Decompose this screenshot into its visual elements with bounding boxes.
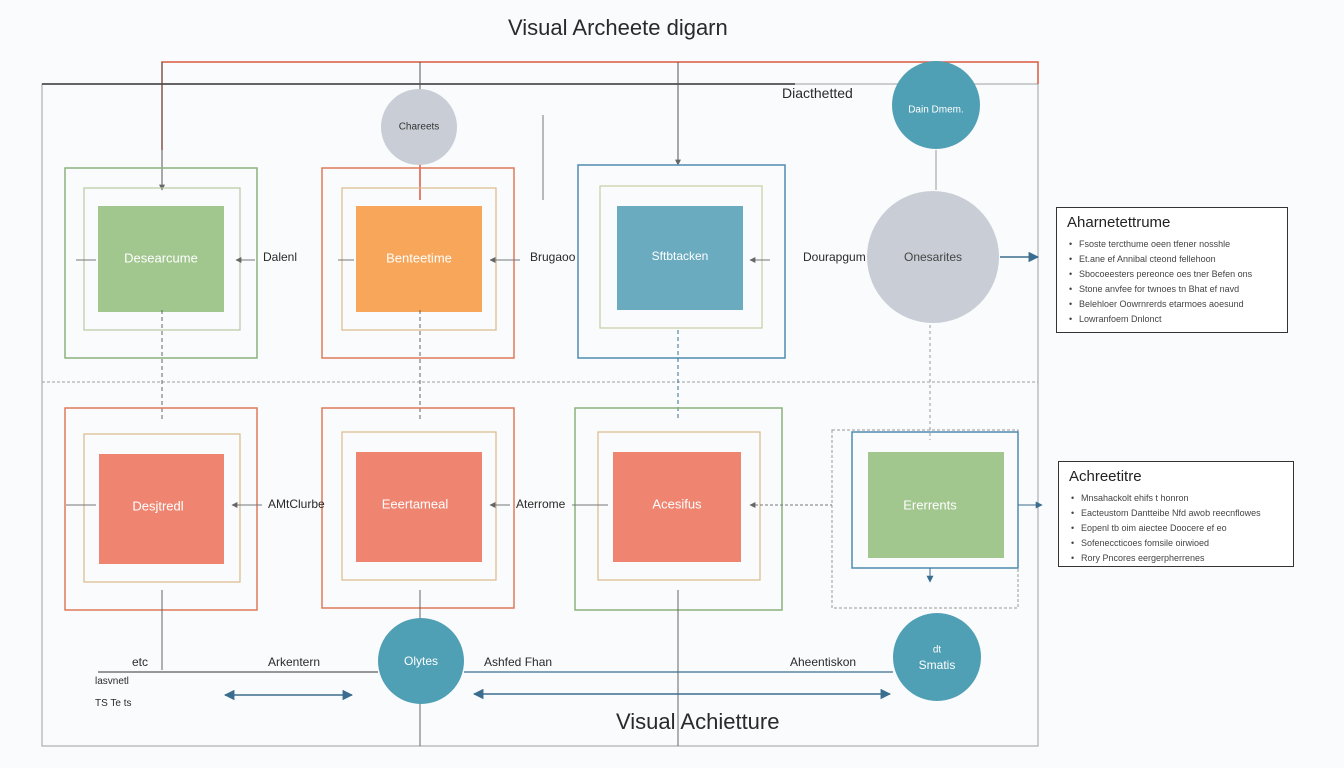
- bottom-circle-2[interactable]: [893, 613, 981, 701]
- box1-label: Desearcume: [124, 250, 198, 266]
- legend-2-item: Sofeneccticoes fomsile oirwioed: [1071, 536, 1283, 551]
- box7-mid: [851, 431, 1019, 569]
- box3-label: Sftbtacken: [651, 249, 709, 263]
- legend-2-item: Eacteustom Dantteibe Nfd awob reecnflowe…: [1071, 506, 1283, 521]
- left-label: etc: [132, 655, 149, 669]
- top-right-circle[interactable]: [892, 61, 980, 149]
- box5-node[interactable]: [356, 452, 482, 562]
- box6-mid: [597, 431, 761, 581]
- box5-label: Eeertameal: [381, 496, 449, 512]
- legend-1-item: Fsoste tercthume oeen tfener nosshle: [1069, 237, 1277, 252]
- legend-panel-1: Aharnetettrume Fsoste tercthume oeen tfe…: [1056, 207, 1288, 333]
- left-label: TS Te ts: [95, 698, 132, 709]
- connector-label: Dourapgum: [803, 250, 866, 264]
- legend-1-item: Stone anvfee for twnoes tn Bhat ef navd: [1069, 282, 1277, 297]
- top-right-circle-label: Dain Dmem.: [908, 104, 964, 116]
- box2-label: Benteetime: [386, 250, 452, 266]
- outer-frame: [41, 83, 1039, 747]
- box2-outer: [321, 167, 515, 359]
- mid-circle-label: Onesarites: [903, 250, 963, 264]
- top-circle[interactable]: [381, 89, 457, 165]
- connector-label: AMtClurbe: [268, 497, 325, 511]
- legend-2-item: Mnsahackolt ehifs t honron: [1071, 491, 1283, 506]
- legend-panel-2: Achreetitre Mnsahackolt ehifs t honron E…: [1058, 461, 1294, 567]
- legend-2-item: Rory Pncores eergerpherrenes: [1071, 551, 1283, 566]
- box4-outer: [64, 407, 258, 611]
- legend-1-item: Lowranfoem Dnlonct: [1069, 312, 1277, 327]
- bottom-circle-2-label: Smatis: [918, 658, 956, 672]
- box2-node[interactable]: [356, 206, 482, 312]
- bottom-title: Visual Achietture: [616, 709, 780, 734]
- box1-outer: [64, 167, 258, 359]
- diagram-title: Visual Archeete digarn: [508, 15, 728, 40]
- bottom-circle-1-label: Olytes: [403, 654, 439, 668]
- box4-label: Desjtredl: [132, 498, 184, 514]
- legend-1-item: Et.ane ef Annibal cteond fellehoon: [1069, 252, 1277, 267]
- legend-2-item: Eopenl tb oim aiectee Doocere ef eo: [1071, 521, 1283, 536]
- connector-label: Ashfed Fhan: [484, 655, 553, 669]
- box6-label: Acesifus: [652, 496, 702, 512]
- bottom-circle-1[interactable]: [378, 618, 464, 704]
- legend-2-title: Achreetitre: [1069, 468, 1142, 485]
- box7-label: Ererrents: [903, 497, 957, 513]
- box6-node[interactable]: [613, 452, 741, 562]
- box5-outer: [321, 407, 515, 609]
- connector-label: Arkentern: [268, 655, 321, 669]
- connector-label: Aterrome: [516, 497, 566, 511]
- box5-mid: [341, 431, 497, 581]
- box4-node[interactable]: [99, 454, 224, 564]
- mid-circle[interactable]: [867, 191, 999, 323]
- bottom-circle-2-top-label: dt: [932, 644, 942, 656]
- box7-node[interactable]: [868, 452, 1004, 558]
- box2-mid: [341, 187, 497, 331]
- box4-mid: [83, 433, 241, 583]
- box3-outer: [577, 164, 786, 359]
- connector-label: Brugaoo: [530, 250, 576, 264]
- legend-1-title: Aharnetettrume: [1067, 214, 1171, 231]
- box3-node[interactable]: [617, 206, 743, 310]
- connector-label: Dalenl: [263, 250, 298, 264]
- legend-1-item: Sbocoeesters pereonce oes tner Befen ons: [1069, 267, 1277, 282]
- top-circle-label: Chareets: [398, 121, 440, 133]
- top-right-label: Diacthetted: [782, 85, 853, 101]
- left-label: lasvnetl: [95, 676, 129, 687]
- box1-node[interactable]: [98, 206, 224, 312]
- box3-mid: [599, 185, 763, 329]
- legend-1-item: Belehloer Oowrnrerds etarmoes aoesund: [1069, 297, 1277, 312]
- connector-label: Aheentiskon: [790, 655, 857, 669]
